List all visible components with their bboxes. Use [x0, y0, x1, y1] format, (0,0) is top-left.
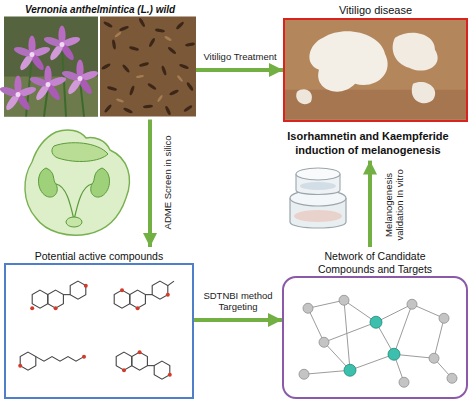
image-panel: Network of Candidate Compounds and Targe… [282, 247, 468, 402]
network-graph [299, 295, 457, 387]
image-frame [283, 18, 468, 122]
petri-dish [290, 168, 346, 228]
edge-label: ADME Screen in silico [163, 122, 174, 242]
image-panel: Vitiligo disease [283, 1, 468, 125]
plant-photo [0, 17, 196, 117]
flow-arrow [368, 161, 372, 247]
node-heading: Vernonia anthelmintica (L.) wild [4, 4, 196, 17]
flow-arrow [196, 68, 283, 72]
text-box: Isorhamnetin and Kaempferide induction o… [268, 126, 468, 161]
image-frame [4, 263, 194, 399]
image-panel: Vernonia anthelmintica (L.) wild [4, 1, 196, 120]
flow-arrow [194, 318, 282, 322]
organ-illustration [25, 130, 130, 235]
skin-photo [285, 20, 466, 120]
image-frame [4, 17, 196, 117]
edge-label: SDTNBI method Targeting [195, 291, 281, 313]
edge-label: Vitiligo Treatment [197, 52, 283, 63]
image-panel: Potential active compounds [4, 247, 194, 402]
node-heading: Vitiligo disease [283, 4, 468, 18]
image-frame [282, 276, 468, 399]
node-heading: Potential active compounds [4, 250, 194, 263]
node-heading: Isorhamnetin and Kaempferide induction o… [268, 129, 468, 158]
molecule-sketches [18, 281, 174, 379]
flow-arrow [148, 120, 152, 248]
node-heading: Network of Candidate Compounds and Targe… [282, 250, 468, 276]
edge-label: Melanogenesis validation In vitro [384, 163, 406, 247]
